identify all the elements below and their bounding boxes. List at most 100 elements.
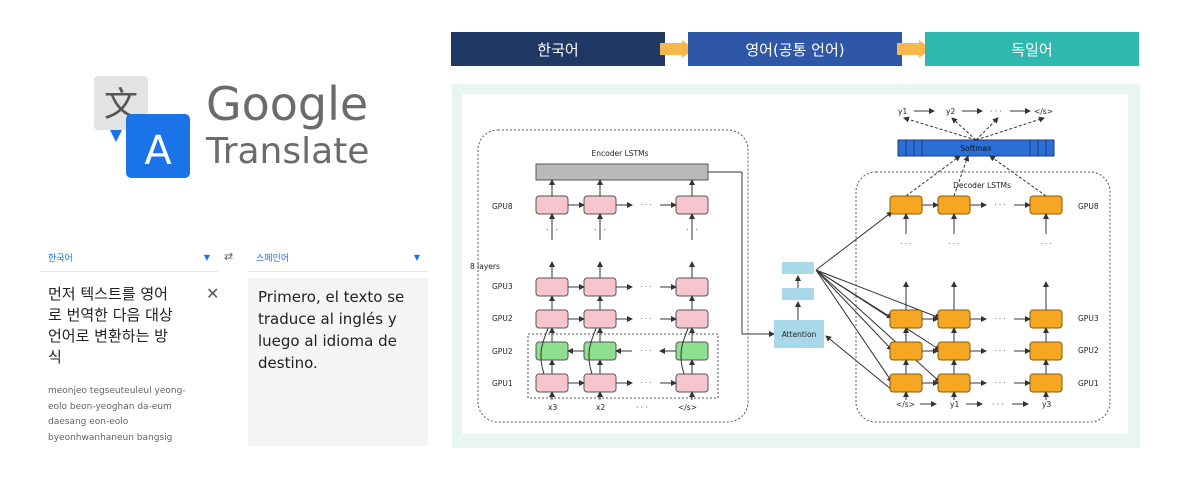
decoder-input: · · · [992,400,1004,409]
decoder-cell [889,195,923,215]
gpu-label: GPU1 [1078,379,1099,388]
encoder-cell [675,373,709,393]
decoder-cell [937,195,971,215]
pipeline-arrow-icon [660,40,694,58]
attention-context-block [782,288,814,300]
stage-korean: 한국어 [451,32,665,66]
logo-google: Google [206,77,369,131]
decoder-cell [1029,341,1063,361]
stage-korean-label: 한국어 [537,40,579,59]
decoder-input: y1 [950,400,959,409]
decoder-container [855,171,1111,423]
encoder-input: x3 [548,403,557,412]
stage-english: 영어(공통 언어) [688,32,902,66]
encoder-row-gpu2-backward: · · · [535,341,709,361]
encoder-title: Encoder LSTMs [592,149,649,158]
decoder-cell [937,373,971,393]
gnmt-diagram: Encoder LSTMs GPU8 8 layers GPU3 GPU2 GP… [470,107,1111,423]
decoder-row-gpu1: · · · [889,373,1063,393]
source-text-line: 로 번역한 다음 대상 [48,306,173,324]
logo-translate: Translate [206,131,370,172]
svg-text:· · ·: · · · [994,201,1005,209]
source-language-label: 한국어 [48,254,73,264]
layers-label: 8 layers [470,262,500,271]
encoder-output-bar [535,163,709,181]
google-translate-icon: 文 A [94,76,190,178]
romanization: meonjeo tegseuteuleul yeong- eolo beon-y… [48,384,208,446]
gpu-label: GPU2 [492,314,513,323]
encoder-row-gpu1: · · · [535,373,709,393]
decoder-cell [937,309,971,329]
decoder-output: · · · [990,107,1002,116]
source-text-line: 식 [48,348,62,366]
gpu-label: GPU2 [1078,346,1099,355]
target-language-label: 스페인어 [256,254,290,264]
encoder-cell [583,195,617,215]
source-text-line: 먼저 텍스트를 영어 [48,285,168,303]
encoder-cell [583,373,617,393]
attention-context-block [782,262,814,274]
encoder-input: · · · [636,403,648,412]
svg-text:· · ·: · · · [994,315,1005,323]
decoder-input: y3 [1042,400,1051,409]
encoder-cell [535,373,569,393]
clear-text-icon[interactable]: ✕ [206,284,220,303]
stage-german-label: 독일어 [1011,40,1053,59]
encoder-cell [675,277,709,297]
svg-text:· · ·: · · · [640,315,651,323]
decoder-output: </s> [1034,107,1053,116]
decoder-cell [889,341,923,361]
source-text-line: 언어로 변환하는 방 [48,327,168,345]
source-language-select[interactable]: 한국어 ▼ [40,244,218,272]
svg-text:· · ·: · · · [1040,240,1051,248]
svg-text:· · ·: · · · [640,283,651,291]
decoder-input: </s> [896,400,915,409]
translated-text-line: destino. [258,354,318,372]
romanization-line: eolo beon-yeoghan da-eum [48,401,172,412]
encoder-input: </s> [678,403,697,412]
translated-text-line: Primero, el texto se [258,288,405,306]
swap-languages-icon[interactable]: ⇄ [224,250,234,263]
gpu-label: GPU8 [1078,202,1099,211]
stage-english-label: 영어(공통 언어) [745,40,845,59]
target-panel [248,278,428,446]
decoder-cell [889,309,923,329]
romanization-line: meonjeo tegseuteuleul yeong- [48,386,186,396]
svg-text:· · ·: · · · [900,240,911,248]
chevron-down-icon: ▼ [203,253,210,262]
encoder-cell [583,309,617,329]
svg-text:· · ·: · · · [640,201,651,209]
translated-text: Primero, el texto se traduce al inglés y… [258,286,418,374]
romanization-line: daesang eon-eolo [48,417,129,427]
source-text[interactable]: 먼저 텍스트를 영어 로 번역한 다음 대상 언어로 변환하는 방 식 [48,284,208,368]
softmax-label: Softmax [960,144,992,153]
pipeline-arrow-icon [897,40,931,58]
romanization-line: byeonhwanhaneun bangsig [48,432,173,443]
diagram-canvas: Encoder LSTMs GPU8 8 layers GPU3 GPU2 GP… [462,94,1128,434]
encoder-cell [675,309,709,329]
svg-text:· · ·: · · · [994,347,1005,355]
translated-text-line: traduce al inglés y [258,310,397,328]
decoder-title: Decoder LSTMs [953,181,1011,190]
decoder-output: y1 [898,107,907,116]
encoder-cell [535,195,569,215]
encoder-row-gpu3: · · · [535,277,709,297]
decoder-cell [889,373,923,393]
svg-text:· · ·: · · · [640,379,651,387]
decoder-row-gpu8: · · · [889,195,1063,215]
target-language-select[interactable]: 스페인어 ▼ [248,244,428,272]
encoder-cell [535,277,569,297]
encoder-bidir-box [527,333,719,399]
attention-label: Attention [782,330,817,339]
gpu-label: GPU3 [1078,314,1099,323]
encoder-input: x2 [596,403,605,412]
decoder-cell [1029,373,1063,393]
translated-text-line: luego al idioma de [258,332,397,350]
decoder-output: y2 [946,107,955,116]
svg-text:· · ·: · · · [640,347,651,355]
attention-module [774,320,824,348]
gpu-label: GPU2 [492,347,513,356]
decoder-cell [1029,195,1063,215]
chevron-down-icon: ▼ [413,253,420,262]
decoder-cell [937,341,971,361]
